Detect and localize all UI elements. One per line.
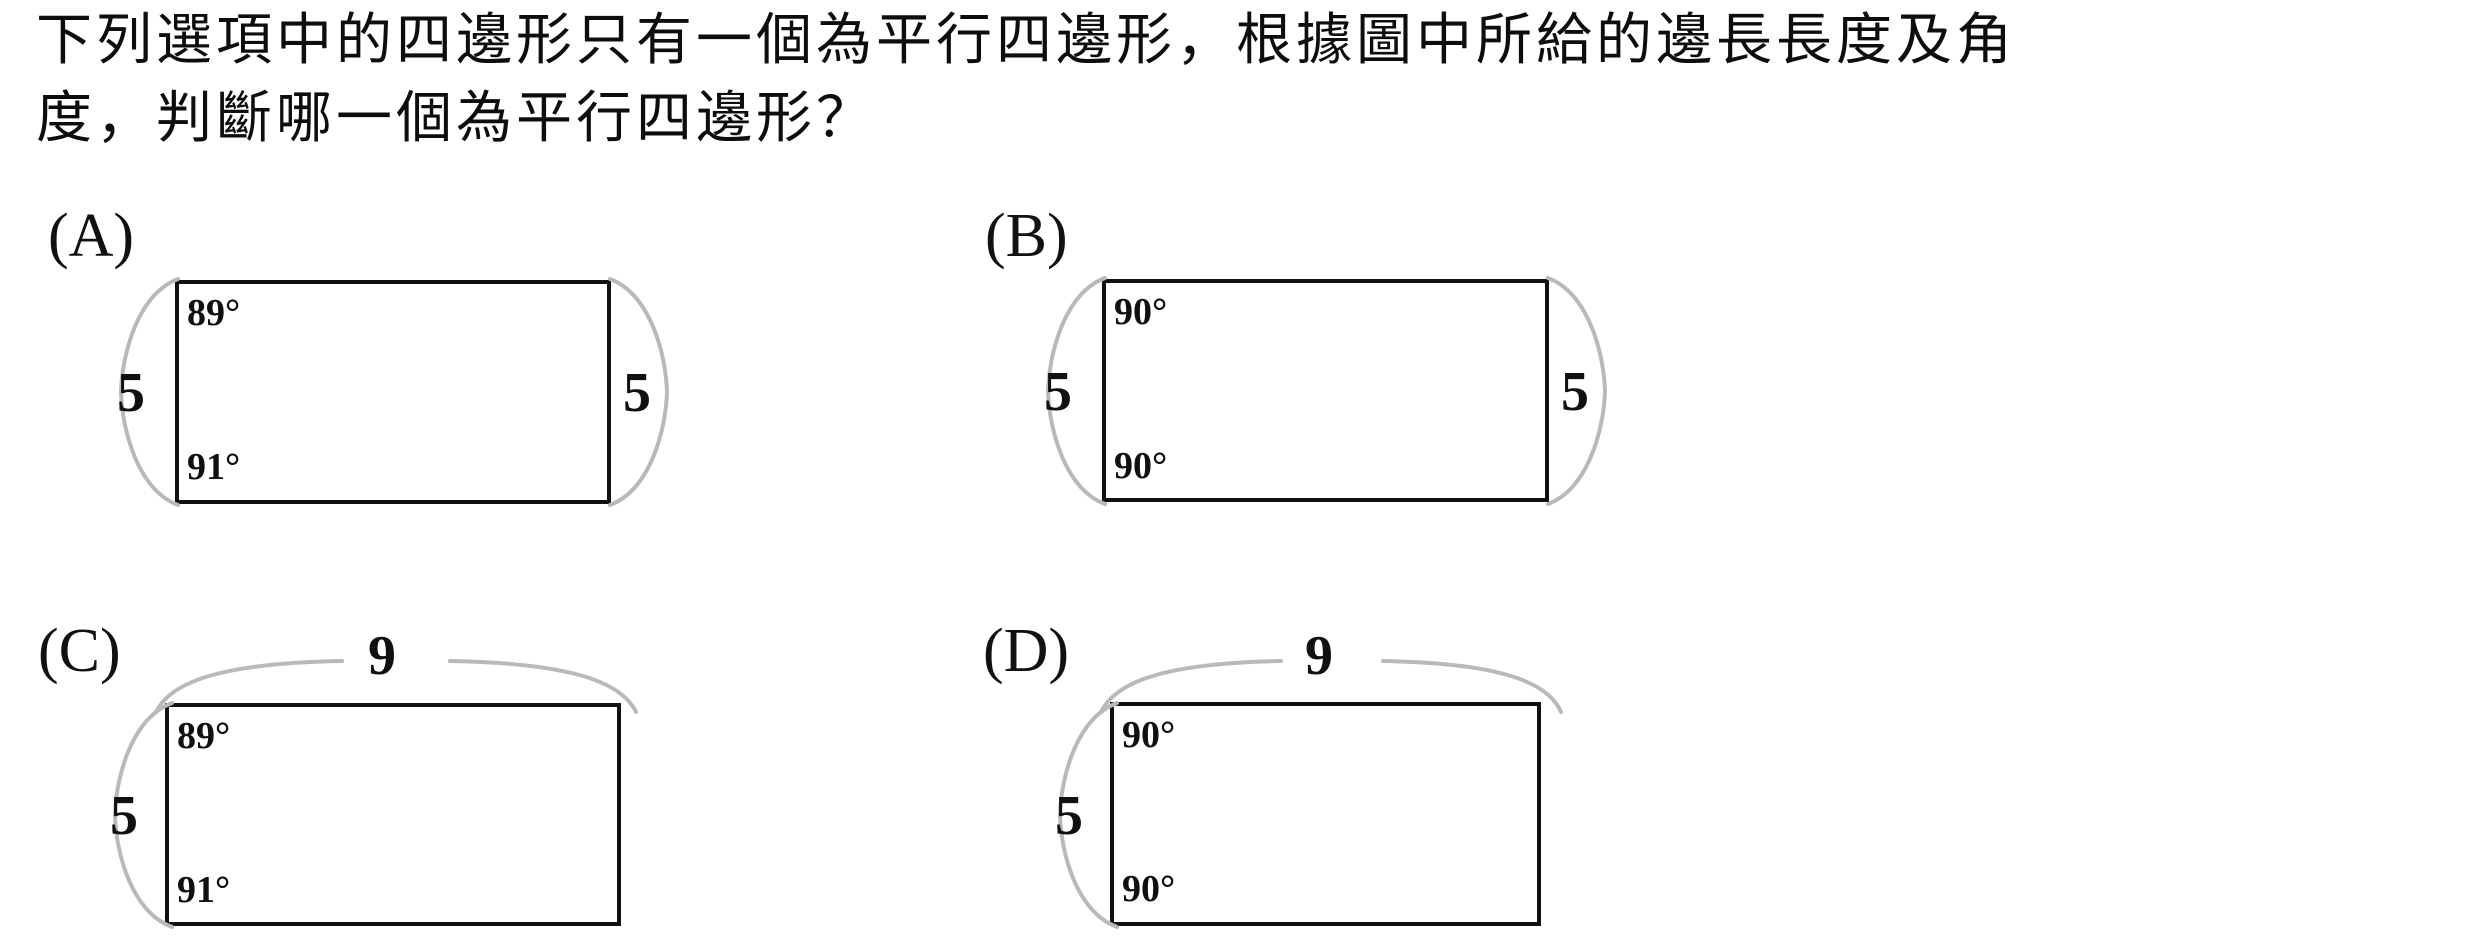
- option-a-quadrilateral: [175, 280, 611, 504]
- option-c-label: (C): [38, 617, 121, 685]
- option-d-quadrilateral: [1110, 702, 1541, 926]
- option-a-angle-top-left: 89°: [187, 292, 241, 334]
- option-c-angle-bottom-left: 91°: [177, 869, 231, 911]
- option-b[interactable]: (B) 90° 90° 5 5: [0, 0, 1700, 506]
- option-c-side-left-length: 5: [110, 785, 138, 847]
- option-a[interactable]: (A) 89° 91° 5 5: [0, 0, 760, 507]
- question-line-1: 下列選項中的四邊形只有一個為平行四邊形，根據圖中所給的邊長長度及角: [36, 8, 2016, 73]
- option-c[interactable]: (C) 9 89° 91° 5: [0, 0, 760, 946]
- option-b-angle-bottom-left: 90°: [1114, 445, 1168, 487]
- option-d-side-left-length: 5: [1055, 785, 1083, 847]
- option-a-side-right-length: 5: [623, 362, 651, 424]
- option-b-side-right-length: 5: [1561, 361, 1589, 423]
- option-a-angle-bottom-left: 91°: [187, 446, 241, 488]
- option-b-side-left-length: 5: [1044, 361, 1072, 423]
- option-b-label: (B): [985, 202, 1068, 270]
- option-c-side-top-length: 9: [368, 625, 396, 687]
- option-d-angle-top-left: 90°: [1122, 714, 1176, 756]
- option-a-side-left-length: 5: [117, 362, 145, 424]
- option-c-angle-top-left: 89°: [177, 715, 231, 757]
- question-stem: 下列選項中的四邊形只有一個為平行四邊形，根據圖中所給的邊長長度及角 度，判斷哪一…: [36, 2, 2436, 158]
- option-a-label: (A): [48, 202, 135, 270]
- option-d-label: (D): [983, 617, 1070, 685]
- option-d[interactable]: (D) 9 90° 90° 5: [0, 0, 1700, 946]
- option-b-angle-top-left: 90°: [1114, 291, 1168, 333]
- option-d-side-top-length: 9: [1305, 625, 1333, 687]
- question-line-2: 度，判斷哪一個為平行四邊形？: [36, 86, 876, 151]
- option-c-quadrilateral: [165, 703, 621, 926]
- option-d-angle-bottom-left: 90°: [1122, 868, 1176, 910]
